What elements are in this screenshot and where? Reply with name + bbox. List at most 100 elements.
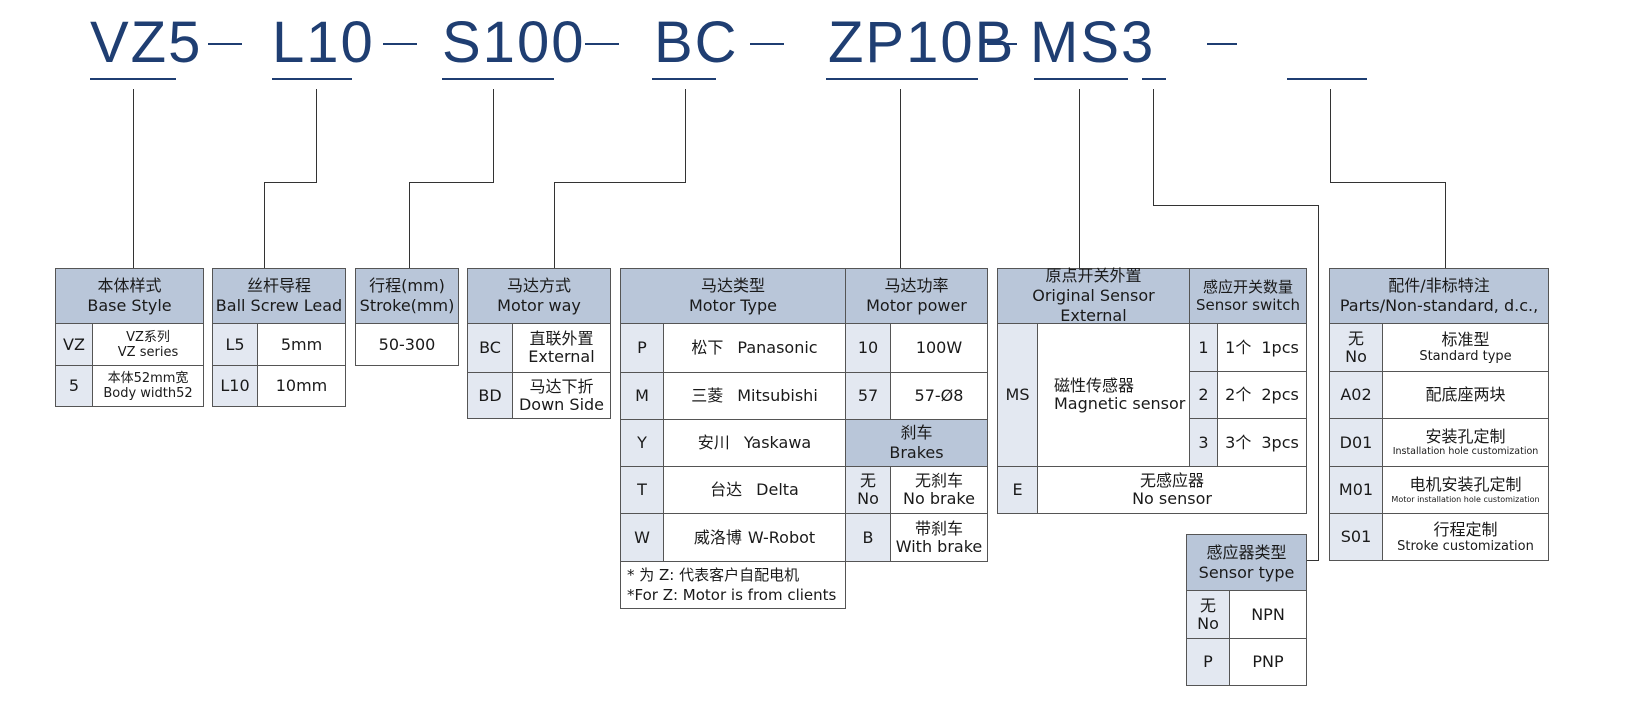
option-desc: NPN (1229, 590, 1307, 639)
option-code: 2 (1189, 371, 1218, 419)
underline (1142, 78, 1166, 80)
option-desc: 100W (890, 323, 988, 373)
option-code: 57 (845, 372, 891, 420)
connector (1079, 89, 1080, 268)
underline (272, 78, 352, 80)
option-code: A02 (1329, 371, 1383, 419)
option-code: L5 (212, 323, 258, 366)
motor-note-cn: * 为 Z: 代表客户自配电机 (627, 566, 800, 584)
option-desc: 配底座两块 (1382, 371, 1549, 419)
connector (1318, 205, 1319, 560)
connector (264, 182, 265, 268)
connector (554, 182, 555, 268)
connector (1330, 89, 1331, 182)
underline (826, 78, 978, 80)
code-segment-base: VZ5 (90, 10, 203, 75)
connector (1445, 182, 1446, 268)
option-code: 1 (1189, 323, 1218, 372)
connector (133, 89, 134, 268)
option-code: 10 (845, 323, 891, 373)
separator-dash (750, 43, 784, 45)
connector (1307, 560, 1319, 561)
separator-dash (585, 43, 619, 45)
connector (264, 182, 317, 183)
code-segment-stroke: S100 (442, 10, 586, 75)
connector (1330, 182, 1446, 183)
separator-dash (383, 43, 417, 45)
motor-note-en: *For Z: Motor is from clients (627, 586, 837, 604)
option-code: 3 (1189, 418, 1218, 467)
option-code: P (1186, 638, 1230, 686)
option-code: BC (467, 323, 513, 373)
connector (316, 89, 317, 182)
option-code: E (997, 466, 1038, 514)
underline (652, 78, 716, 80)
option-desc: PNP (1229, 638, 1307, 686)
option-code: 5 (55, 365, 93, 407)
option-code: BD (467, 372, 513, 419)
code-segment-motor: ZP10B (828, 10, 1016, 75)
connector (409, 182, 410, 268)
code-segment-motor-way: BC (654, 10, 739, 75)
option-code: S01 (1329, 513, 1383, 561)
connector (685, 89, 686, 182)
option-code: B (845, 513, 891, 562)
connector (554, 182, 686, 183)
separator-dash (987, 43, 1017, 45)
option-code: M01 (1329, 466, 1383, 514)
motor-note-box (620, 561, 846, 609)
stroke-header: 行程(mm)Stroke(mm) (355, 268, 459, 324)
stroke-range: 50-300 (355, 323, 459, 366)
connector (900, 89, 901, 268)
connector (409, 182, 494, 183)
separator-dash (1207, 43, 1237, 45)
underline (90, 78, 176, 80)
option-code: W (620, 513, 664, 562)
option-code: T (620, 466, 664, 514)
underline (1034, 78, 1128, 80)
option-desc: 57-Ø8 (890, 372, 988, 420)
option-code: Y (620, 419, 664, 467)
code-segment-lead: L10 (272, 10, 375, 75)
option-code: P (620, 323, 664, 373)
option-code: D01 (1329, 418, 1383, 467)
code-segment-sensor: MS3 (1030, 10, 1156, 75)
option-code: MS (997, 323, 1038, 467)
option-code: L10 (212, 365, 258, 407)
option-desc: 10mm (257, 365, 346, 407)
option-code: M (620, 372, 664, 420)
separator-dash (208, 43, 242, 45)
option-code: VZ (55, 323, 93, 366)
